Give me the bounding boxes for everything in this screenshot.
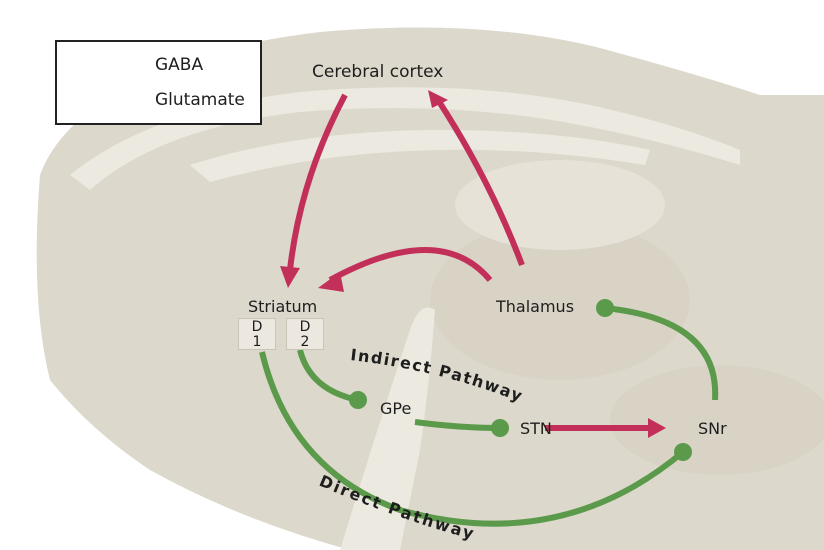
legend — [55, 40, 262, 125]
legend-glutamate-label: Glutamate — [155, 90, 245, 110]
gpe-terminal-dot — [349, 391, 367, 409]
thalamus-to-cortex-arrowhead — [428, 90, 448, 108]
d1-receptor-box: D 1 — [238, 318, 276, 350]
thalamus-to-cortex-arrow — [435, 98, 525, 267]
d2-receptor-box: D 2 — [286, 318, 324, 350]
cortex-to-striatum-arrowhead — [280, 266, 300, 288]
thalamus-to-striatum-arrowhead — [318, 272, 344, 292]
legend-gaba-label: GABA — [155, 55, 204, 75]
snr-to-thalamus-connection — [604, 305, 719, 401]
gpe-label: GPe — [380, 399, 411, 418]
snr-label: SNr — [698, 419, 727, 438]
thalamus-terminal-dot — [596, 299, 614, 317]
internal-capsule — [340, 307, 435, 550]
stn-label: STN — [520, 419, 552, 438]
white-matter-band-inner — [190, 130, 650, 182]
midbrain-region — [610, 365, 824, 475]
striatum-label: Striatum — [248, 297, 317, 316]
thalamus-region — [430, 220, 690, 380]
snr-terminal-dot — [674, 443, 692, 461]
cerebral-cortex-label: Cerebral cortex — [312, 62, 443, 82]
thalamus-to-striatum-arrow — [328, 247, 493, 283]
upper-thalamic-lobe — [455, 160, 665, 250]
stn-to-snr-arrowhead — [648, 418, 666, 438]
cortex-to-striatum-arrow — [287, 93, 348, 271]
stn-terminal-dot — [491, 419, 509, 437]
thalamus-label: Thalamus — [495, 297, 574, 316]
d2-to-gpe-connection — [297, 349, 359, 403]
d1-label: D 1 — [251, 319, 263, 350]
d2-label: D 2 — [299, 319, 311, 350]
d1-to-snr-direct-connection — [259, 351, 685, 527]
